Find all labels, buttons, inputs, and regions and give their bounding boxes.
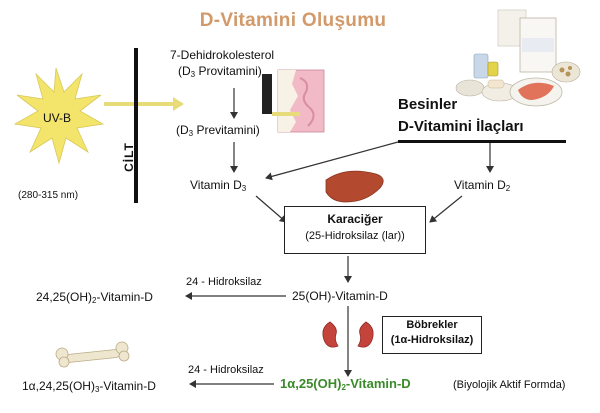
skin-barrier (134, 48, 138, 203)
liver-enzyme: (25-Hidroksilaz (lar)) (305, 230, 405, 242)
vitamin-d3: Vitamin D3 (190, 178, 247, 193)
kidney-box: Böbrekler (1α-Hidroksilaz) (382, 316, 482, 354)
uv-label: UV-B (42, 111, 71, 125)
hydroxylase-bottom-label: 24 - Hidroksilaz (188, 364, 264, 376)
sources-food: Besinler (398, 96, 458, 113)
sources-underline (398, 140, 566, 143)
bone-icon (55, 341, 130, 368)
calcidiol-label: 25(OH)-Vitamin-D (292, 289, 388, 303)
skin-label: CİLT (122, 142, 136, 172)
diagram-title: D-Vitamini Oluşumu (199, 10, 387, 31)
sun-icon (13, 67, 105, 165)
trihydroxy-vitamin-d: 1α,24,25(OH)3-Vitamin-D (22, 379, 156, 394)
liver-title: Karaciğer (327, 212, 383, 226)
vitamin-d2: Vitamin D2 (454, 178, 511, 193)
provitamin-name: 7-Dehidrokolesterol (170, 48, 275, 62)
uv-wavelength: (280-315 nm) (18, 190, 79, 201)
sources-medicine: D-Vitamini İlaçları (398, 118, 524, 135)
previtamin-label: (D3 Previtamini) (176, 123, 260, 138)
calcitriol-label: 1α,25(OH)2-Vitamin-D (280, 376, 411, 392)
skin-illustration (262, 69, 325, 133)
provitamin-label: (D3 Provitamini) (178, 64, 262, 79)
hydroxylase-top-label: 24 - Hidroksilaz (186, 276, 262, 288)
liver-box: Karaciğer (25-Hidroksilaz (lar)) (284, 206, 426, 254)
dihydroxy-vitamin-d: 24,25(OH)2-Vitamin-D (36, 290, 153, 305)
kidney-icon (322, 321, 374, 348)
kidney-enzyme: (1α-Hidroksilaz) (390, 334, 474, 346)
liver-icon (325, 170, 384, 203)
active-form-note: (Biyolojik Aktif Formda) (453, 379, 566, 391)
food-medicine-illustration (455, 9, 581, 107)
kidney-title: Böbrekler (406, 319, 458, 331)
